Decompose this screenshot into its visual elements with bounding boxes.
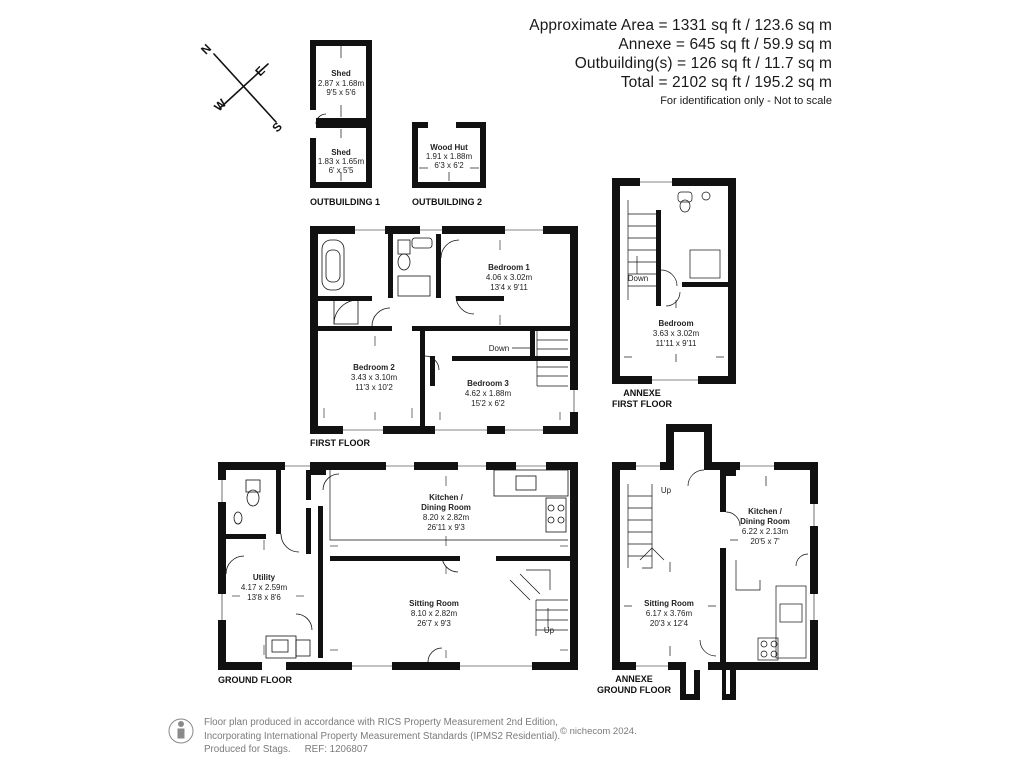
bedroom-2-metric: 3.43 x 3.10m (351, 373, 398, 382)
ob2-room-metric: 1.91 x 1.88m (426, 152, 473, 161)
ob1-room-1-metric: 2.87 x 1.68m (318, 79, 365, 88)
ob1-room-2-imperial: 6' x 5'5 (329, 166, 354, 175)
utility-name: Utility (253, 573, 276, 582)
annexe-ground-label-2: GROUND FLOOR (597, 685, 671, 695)
annexe-kitchen-imperial: 20'5 x 7' (750, 537, 780, 546)
ob1-room-1-name: Shed (331, 69, 351, 78)
kitchen-dining-metric: 8.20 x 2.82m (423, 513, 470, 522)
compass-w: W (211, 96, 229, 114)
annexe-kitchen-name-2: Dining Room (740, 517, 790, 526)
annexe-kitchen-metric: 6.22 x 2.13m (742, 527, 789, 536)
annexe-sitting-room-imperial: 20'3 x 12'4 (650, 619, 689, 628)
annexe-ground-label-1: ANNEXE (615, 674, 653, 684)
annexe-bedroom-imperial: 11'11 x 9'11 (656, 339, 697, 348)
annexe-first-label-1: ANNEXE (623, 388, 661, 398)
outbuildings-area: Outbuilding(s) = 126 sq ft / 11.7 sq m (574, 55, 832, 72)
annexe-sitting-room-name: Sitting Room (644, 599, 694, 608)
annexe-area: Annexe = 645 sq ft / 59.9 sq m (618, 36, 832, 53)
bedroom-1-imperial: 13'4 x 9'11 (490, 283, 528, 292)
footer-line-2: Incorporating International Property Mea… (204, 730, 561, 742)
first-floor-stair-label: Down (489, 344, 509, 353)
ob1-room-1-imperial: 9'5 x 5'6 (326, 88, 356, 97)
bedroom-2-imperial: 11'3 x 10'2 (355, 383, 393, 392)
ob1-room-2-name: Shed (331, 148, 351, 157)
annexe-bedroom-metric: 3.63 x 3.02m (653, 329, 700, 338)
sitting-room-imperial: 26'7 x 9'3 (417, 619, 451, 628)
annexe-first-stair-label: Down (628, 274, 648, 283)
kitchen-dining-name-2: Dining Room (421, 503, 471, 512)
ground-floor-label: GROUND FLOOR (218, 675, 292, 685)
first-floor-label: FIRST FLOOR (310, 438, 370, 448)
first-floor-plan (310, 226, 578, 434)
kitchen-dining-name-1: Kitchen / (429, 493, 464, 502)
ob2-room-imperial: 6'3 x 6'2 (434, 161, 464, 170)
annexe-ground-stair-label: Up (661, 486, 672, 495)
outbuilding-2-label: OUTBUILDING 2 (412, 197, 482, 207)
kitchen-dining-imperial: 26'11 x 9'3 (427, 523, 465, 532)
copyright: © nichecom 2024. (560, 726, 637, 737)
ob2-room-name: Wood Hut (430, 143, 468, 152)
ground-stair-label: Up (544, 626, 555, 635)
annexe-kitchen-name-1: Kitchen / (748, 507, 783, 516)
area-summary: Approximate Area = 1331 sq ft / 123.6 sq… (529, 16, 832, 107)
bedroom-3-name: Bedroom 3 (467, 379, 509, 388)
total-area: Total = 2102 sq ft / 195.2 sq m (620, 74, 832, 91)
bedroom-3-imperial: 15'2 x 6'2 (471, 399, 505, 408)
bedroom-1-metric: 4.06 x 3.02m (486, 273, 533, 282)
sitting-room-metric: 8.10 x 2.82m (411, 609, 458, 618)
annexe-first-label-2: FIRST FLOOR (612, 399, 672, 409)
bedroom-1-name: Bedroom 1 (488, 263, 530, 272)
produced-for: Produced for Stags. (204, 744, 291, 755)
compass-s: S (269, 119, 285, 135)
footer: Floor plan produced in accordance with R… (204, 716, 560, 757)
bedroom-3-metric: 4.62 x 1.88m (465, 389, 512, 398)
bedroom-2-name: Bedroom 2 (353, 363, 395, 372)
compass-icon (213, 53, 277, 123)
annexe-sitting-room-metric: 6.17 x 3.76m (646, 609, 693, 618)
outbuilding-2-plan (412, 122, 486, 188)
ground-floor-plan (218, 462, 578, 670)
annexe-ground-floor-plan (612, 424, 818, 700)
rics-person-icon (168, 718, 194, 744)
reference-number: REF: 1206807 (304, 744, 368, 755)
approximate-area: Approximate Area = 1331 sq ft / 123.6 sq… (529, 17, 832, 34)
outbuilding-1-plan (310, 40, 372, 188)
utility-metric: 4.17 x 2.59m (241, 583, 288, 592)
scale-disclaimer: For identification only - Not to scale (660, 95, 832, 107)
footer-line-1: Floor plan produced in accordance with R… (204, 717, 558, 728)
sitting-room-name: Sitting Room (409, 599, 459, 608)
utility-imperial: 13'8 x 8'6 (247, 593, 281, 602)
compass-n: N (198, 41, 214, 57)
outbuilding-1-label: OUTBUILDING 1 (310, 197, 380, 207)
annexe-bedroom-name: Bedroom (658, 319, 693, 328)
ob1-room-2-metric: 1.83 x 1.65m (318, 157, 365, 166)
annexe-first-floor-plan (612, 178, 736, 384)
